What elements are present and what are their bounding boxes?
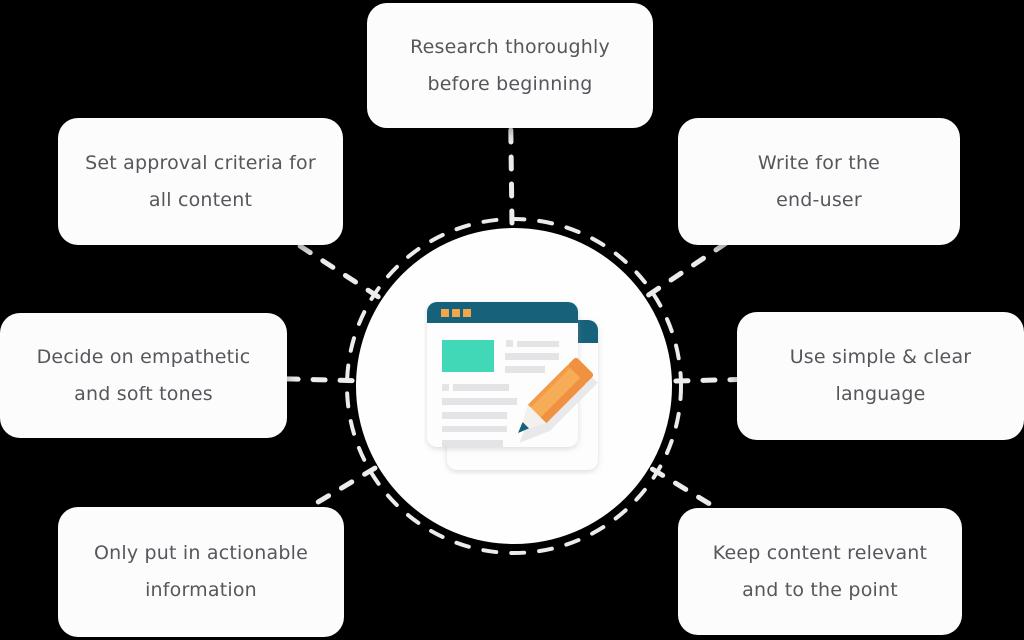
card-text-line: Set approval criteria for [85, 151, 316, 174]
browser-header [427, 302, 578, 323]
card-text-line: Only put in actionable [93, 542, 309, 564]
card-text-line: Use simple & clear [789, 346, 972, 368]
card-approval-criteria: Set approval criteria for all content [58, 118, 343, 245]
card-text-line: Keep content relevant [712, 541, 928, 564]
card-simple-language: Use simple & clear language [737, 312, 1024, 440]
pencil-tip [518, 422, 529, 433]
card-text-line: language [835, 383, 926, 405]
card-text-line: Decide on empathetic [36, 345, 251, 368]
card-text-line: information [145, 579, 257, 601]
browser-dot-icon [452, 309, 460, 317]
dashed-ring [345, 217, 683, 555]
card-text-line: Research thoroughly [410, 35, 610, 58]
card-text-line: and to the point [742, 578, 898, 601]
card-research-thoroughly: Research thoroughly before beginning [367, 3, 653, 128]
card-text-line: and soft tones [74, 382, 213, 405]
card-text-line: all content [148, 188, 253, 211]
card-write-for-end-user: Write for the end-user [678, 118, 960, 245]
browser-dot-icon [463, 309, 471, 317]
card-actionable-info: Only put in actionable information [58, 507, 344, 637]
pencil-icon [518, 357, 598, 443]
document-pencil-icon [424, 295, 604, 475]
hero-block [442, 340, 494, 372]
card-relevant-content: Keep content relevant and to the point [678, 508, 962, 635]
browser-dot-icon [441, 309, 449, 317]
card-text-line: Write for the [757, 151, 881, 174]
card-empathetic-tones: Decide on empathetic and soft tones [0, 313, 287, 438]
card-text-line: before beginning [427, 72, 593, 95]
card-text-line: end-user [776, 188, 862, 211]
